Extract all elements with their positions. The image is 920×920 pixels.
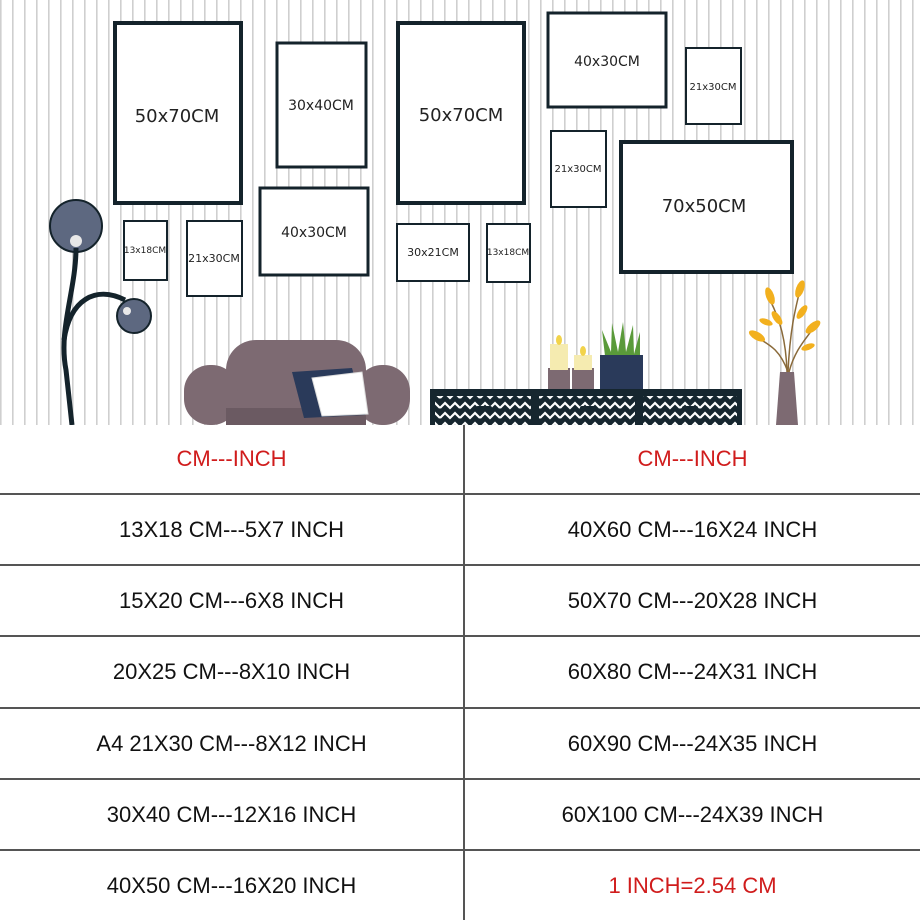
divider <box>0 635 920 637</box>
room-illustration: 50x70CM 30x40CM 50x70CM 40x30CM 21x30CM … <box>0 0 920 425</box>
header-right: CM---INCH <box>637 446 748 471</box>
frame-f5: 21x30CM <box>685 47 742 125</box>
table-row: 20X25 CM---8X10 INCH 60X80 CM---24X31 IN… <box>0 637 920 707</box>
divider <box>0 493 920 495</box>
armchair-icon <box>184 340 410 425</box>
frame-label: 40x30CM <box>281 225 347 241</box>
divider <box>0 564 920 566</box>
frame-f7: 21x30CM <box>186 220 243 297</box>
frame-f9: 30x21CM <box>396 223 470 282</box>
row-left: 30X40 CM---12X16 INCH <box>106 801 357 827</box>
frame-label: 70x50CM <box>662 196 747 217</box>
frame-label: 30x40CM <box>288 98 354 114</box>
frame-f11: 21x30CM <box>550 130 607 208</box>
frame-label: 13x18CM <box>124 246 166 256</box>
floor-lamp-icon <box>49 199 152 425</box>
row-left: A4 21X30 CM---8X12 INCH <box>96 730 367 756</box>
frame-f1: 50x70CM <box>113 21 243 205</box>
table-row: 30X40 CM---12X16 INCH 60X100 CM---24X39 … <box>0 780 920 849</box>
frame-label: 21x30CM <box>690 82 737 93</box>
frame-f12: 70x50CM <box>619 140 794 274</box>
row-right: 40X60 CM---16X24 INCH <box>567 516 818 542</box>
frame-f3: 50x70CM <box>396 21 526 205</box>
candles-icon <box>548 335 594 389</box>
frame-label: 50x70CM <box>419 105 504 126</box>
table-header-row: CM---INCH CM---INCH <box>0 425 920 493</box>
frame-f4: 40x30CM <box>546 11 668 109</box>
row-left: 15X20 CM---6X8 INCH <box>119 587 344 613</box>
potted-plant-icon <box>600 322 643 389</box>
table-row: 15X20 CM---6X8 INCH 50X70 CM---20X28 INC… <box>0 566 920 635</box>
row-right: 60X80 CM---24X31 INCH <box>567 659 818 684</box>
divider <box>0 849 920 851</box>
frame-label: 40x30CM <box>574 54 640 70</box>
row-left: 40X50 CM---16X20 INCH <box>106 872 357 898</box>
divider <box>0 778 920 780</box>
frame-label: 50x70CM <box>135 106 220 127</box>
row-left: 20X25 CM---8X10 INCH <box>112 659 351 684</box>
table-row: 40X50 CM---16X20 INCH 1 INCH=2.54 CM <box>0 851 920 920</box>
frame-f10: 13x18CM <box>486 223 531 283</box>
row-right: 60X90 CM---24X35 INCH <box>567 730 818 756</box>
conversion-note: 1 INCH=2.54 CM <box>608 872 777 898</box>
frame-label: 21x30CM <box>555 164 602 175</box>
row-right: 50X70 CM---20X28 INCH <box>567 587 818 613</box>
flower-vase-icon <box>748 280 821 425</box>
frame-f6: 13x18CM <box>123 220 168 281</box>
row-left: 13X18 CM---5X7 INCH <box>119 516 344 542</box>
row-right: 60X100 CM---24X39 INCH <box>561 801 824 827</box>
table-row: A4 21X30 CM---8X12 INCH 60X90 CM---24X35… <box>0 709 920 778</box>
divider <box>0 707 920 709</box>
frame-f2: 30x40CM <box>275 41 368 169</box>
size-conversion-table: CM---INCH CM---INCH 13X18 CM---5X7 INCH … <box>0 425 920 920</box>
column-divider <box>463 425 465 920</box>
header-left: CM---INCH <box>176 446 287 471</box>
frame-label: 21x30CM <box>188 252 240 265</box>
table-row: 13X18 CM---5X7 INCH 40X60 CM---16X24 INC… <box>0 495 920 564</box>
frame-label: 13x18CM <box>487 248 529 258</box>
sideboard-icon <box>430 389 742 425</box>
frame-label: 30x21CM <box>407 246 459 259</box>
frame-f8: 40x30CM <box>258 186 370 277</box>
